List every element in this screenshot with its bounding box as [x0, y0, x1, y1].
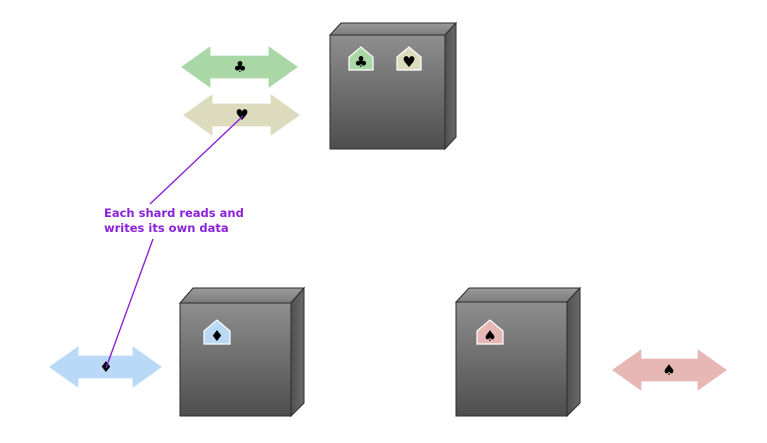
shard-spades-icon: ♠	[476, 319, 504, 345]
server-bottom-right: ♠	[454, 286, 582, 418]
arrow-diamonds: ♦	[46, 343, 165, 391]
arrow-spades: ♠	[609, 346, 730, 394]
svg-text:♠: ♠	[483, 327, 496, 345]
svg-text:♣: ♣	[233, 58, 246, 76]
shard-diamonds-icon: ♦	[203, 319, 231, 345]
svg-text:♦: ♦	[210, 327, 223, 345]
arrow-hearts: ♥	[180, 84, 303, 139]
shard-clubs-icon: ♣	[348, 46, 374, 71]
annotation-connector-hearts	[149, 115, 244, 205]
svg-text:♣: ♣	[354, 53, 367, 71]
svg-text:♠: ♠	[662, 361, 675, 379]
annotation-text-line-2: writes its own data	[104, 221, 229, 235]
annotation: Each shard reads and writes its own data	[104, 115, 244, 369]
annotation-text-line-1: Each shard reads and	[104, 206, 244, 220]
server-bottom-left: ♦	[178, 286, 306, 418]
shard-hearts-icon: ♥	[396, 46, 422, 71]
hearts-arrow-notch	[225, 84, 255, 100]
server-top: ♣ ♥	[328, 21, 458, 151]
svg-text:♥: ♥	[402, 53, 415, 71]
arrow-clubs: ♣	[178, 43, 301, 91]
annotation-connector-diamonds	[105, 238, 154, 369]
